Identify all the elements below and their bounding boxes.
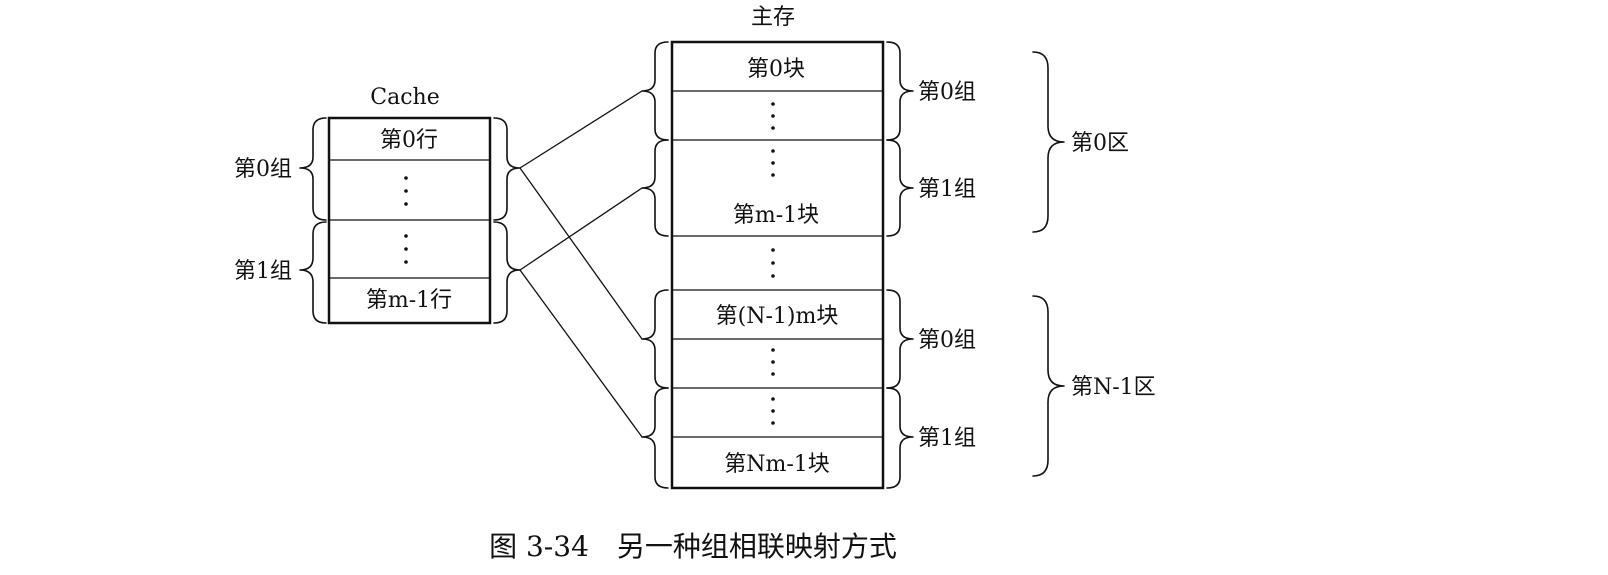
memory-zoneN-group1-label: 第1组 <box>918 426 976 451</box>
memory-zone0-group1-label: 第1组 <box>918 177 976 202</box>
zone0-label: 第0区 <box>1071 131 1129 156</box>
cache-group0-right-brace <box>493 117 521 221</box>
zone-n-minus-1-label: 第N-1区 <box>1071 375 1156 400</box>
cache-row-last: 第m-1行 <box>366 288 452 313</box>
cache-row-first: 第0行 <box>380 128 438 153</box>
memory-zoneN-group1-left-brace <box>641 387 669 489</box>
cache-box <box>327 116 492 325</box>
figure-caption: 图 3-34 另一种组相联映射方式 <box>489 530 897 563</box>
memory-ellipsis-3 <box>771 248 775 278</box>
memory-ellipsis-4 <box>771 348 775 376</box>
memory-block-last: 第Nm-1块 <box>724 452 830 477</box>
memory-ellipsis-1 <box>771 102 775 130</box>
mapping-lines <box>519 90 643 438</box>
memory-title: 主存 <box>751 5 795 30</box>
memory-zoneN-group0-label: 第0组 <box>918 328 976 353</box>
zone-n-minus-1-brace <box>1032 295 1065 477</box>
memory-zone0-group0-left-brace <box>641 41 669 141</box>
memory-block-m-minus-1: 第m-1块 <box>733 203 819 228</box>
memory-zone0-group1-right-brace <box>886 139 914 237</box>
cache-group1-label: 第1组 <box>234 259 292 284</box>
cache-group0-left-brace <box>299 117 327 221</box>
memory-zoneN-group1-right-brace <box>886 387 914 489</box>
cache-ellipsis-group1 <box>404 234 408 264</box>
memory-block-first: 第0块 <box>747 57 805 82</box>
cache-group0-label: 第0组 <box>234 157 292 182</box>
memory-block-n-minus-1-m: 第(N-1)m块 <box>716 304 839 329</box>
cache-group1-left-brace <box>299 221 327 324</box>
zone0-brace <box>1032 51 1065 233</box>
memory-zoneN-group0-left-brace <box>641 289 669 389</box>
memory-zoneN-group0-right-brace <box>886 289 914 389</box>
memory-zone0-group0-label: 第0组 <box>918 80 976 105</box>
cache-title: Cache <box>370 85 439 110</box>
memory-box <box>670 40 885 490</box>
cache-ellipsis-group0 <box>404 176 408 206</box>
cache-group1-right-brace <box>493 221 521 324</box>
memory-ellipsis-5 <box>771 397 775 425</box>
memory-zone0-group0-right-brace <box>886 41 914 141</box>
memory-zone0-group1-left-brace <box>641 139 669 237</box>
memory-ellipsis-2 <box>771 149 775 177</box>
